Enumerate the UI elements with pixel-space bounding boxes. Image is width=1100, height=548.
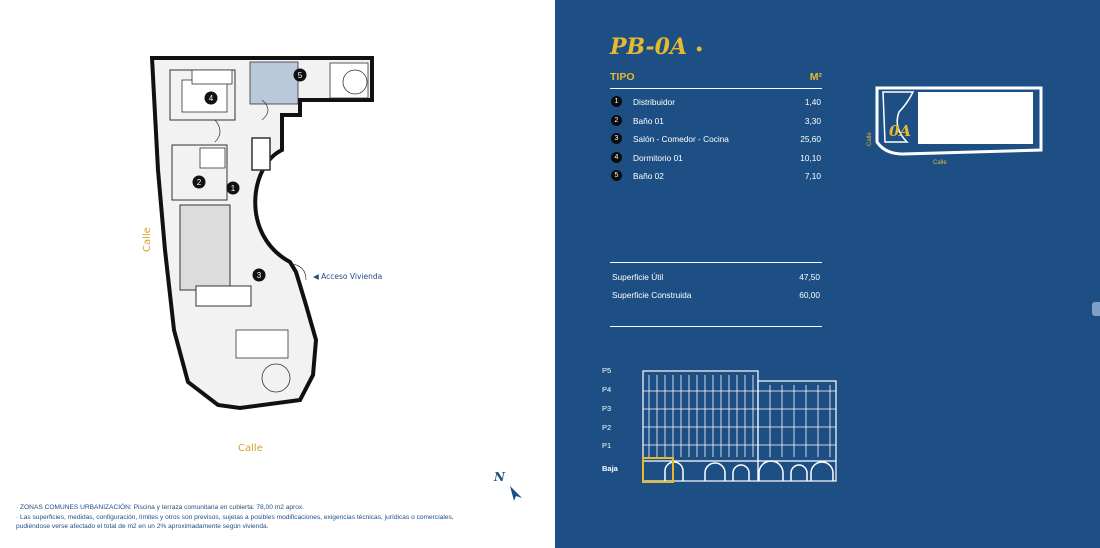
room-marker-3: 3 — [252, 268, 266, 282]
total-util-row: Superficie Útil 47,50 — [612, 272, 820, 282]
room-marker-5: 5 — [293, 68, 307, 82]
room-name: Baño 02 — [633, 171, 664, 181]
room-marker-4: 4 — [204, 91, 218, 105]
shower-circle — [342, 69, 368, 95]
list-item: 5 Baño 02 7,10 — [611, 169, 821, 188]
street-label-left: Calle — [142, 227, 153, 252]
notes: · ZONAS COMUNES URBANIZACIÓN: Piscina y … — [16, 503, 541, 532]
room-number: 1 — [611, 96, 622, 107]
floor-label-p2: P2 — [602, 423, 612, 432]
svg-text:5: 5 — [298, 71, 303, 80]
room-area: 25,60 — [800, 134, 821, 144]
room-number: 2 — [611, 114, 622, 126]
key-plan: 0A Calle Calle — [867, 86, 1043, 166]
sofa — [235, 329, 289, 359]
list-item: 2 Baño 01 3,30 — [611, 114, 821, 133]
table-header: TIPO M² — [610, 70, 822, 89]
building-facade — [642, 370, 837, 483]
kitchen-counter — [179, 204, 231, 291]
total-util-value: 47,50 — [799, 272, 820, 282]
total-construida-label: Superficie Construida — [612, 290, 692, 300]
door-arc — [214, 119, 221, 143]
floor-label-p4: P4 — [602, 385, 612, 394]
door-arc — [261, 99, 269, 121]
floor-plan-panel: 1 2 3 4 5 Calle Calle ◀ Acceso Vivienda … — [16, 56, 541, 532]
access-label: ◀ Acceso Vivienda — [313, 272, 383, 281]
room-area: 10,10 — [800, 152, 821, 163]
key-plan-unit-label: 0A — [889, 122, 911, 140]
key-plan-street-a: Calle — [867, 132, 873, 146]
unit-code: PB-0A — [610, 34, 688, 60]
wardrobe — [191, 69, 233, 85]
floor-plan-drawing: 1 2 3 4 5 — [149, 56, 374, 411]
north-label: N — [494, 470, 505, 484]
room-area: 7,10 — [804, 171, 821, 181]
total-construida-row: Superficie Construida 60,00 — [612, 290, 820, 300]
note-line-3: pudiéndose verse afectado el total de m2… — [16, 523, 269, 530]
round-table — [261, 363, 291, 393]
room-marker-2: 2 — [192, 175, 206, 189]
col-type: TIPO — [610, 71, 635, 83]
floor-label-p5: P5 — [602, 366, 612, 375]
room-area: 3,30 — [804, 115, 821, 126]
list-item: 4 Dormitorio 01 10,10 — [611, 151, 821, 170]
svg-text:4: 4 — [209, 94, 214, 103]
note-line-2: · Las superficies, medidas, configuració… — [16, 513, 454, 521]
list-item: 1 Distribuidor 1,40 — [611, 95, 821, 114]
svg-text:3: 3 — [257, 271, 262, 280]
room-area: 1,40 — [804, 97, 821, 107]
key-plan-block — [918, 92, 1033, 144]
room-list: 1 Distribuidor 1,40 2 Baño 01 3,30 3 Sal… — [611, 95, 821, 188]
facade-wing — [757, 380, 837, 482]
bed — [181, 79, 228, 113]
next-page-tab[interactable] — [1092, 302, 1100, 316]
totals-block: Superficie Útil 47,50 Superficie Constru… — [610, 262, 822, 327]
facade-grid — [643, 375, 836, 457]
room-name: Distribuidor — [633, 97, 675, 107]
entry-door-arc — [291, 263, 307, 281]
bathroom-tiles — [249, 61, 299, 105]
total-util-label: Superficie Útil — [612, 272, 664, 282]
svg-text:1: 1 — [231, 184, 236, 193]
room-name: Dormitorio 01 — [633, 152, 683, 163]
room-name: Baño 01 — [633, 115, 664, 126]
selected-unit-highlight — [642, 457, 674, 483]
key-plan-outline — [875, 86, 1043, 156]
room-number: 4 — [611, 151, 622, 163]
room-number: 5 — [611, 170, 622, 181]
facade-arches — [664, 460, 834, 481]
bathtub — [199, 147, 226, 169]
key-plan-unit-outline — [882, 91, 915, 143]
note-line-1: · ZONAS COMUNES URBANIZACIÓN: Piscina y … — [16, 504, 305, 511]
floor-label-p1: P1 — [602, 441, 612, 450]
kitchen-island — [195, 285, 252, 307]
key-plan-street-b: Calle — [933, 160, 947, 166]
unit-bullet: • — [694, 42, 704, 58]
room-number: 3 — [611, 133, 622, 144]
col-area: M² — [809, 71, 822, 83]
north-arrow-icon — [510, 486, 522, 501]
svg-text:2: 2 — [197, 178, 202, 187]
access-label-text: Acceso Vivienda — [321, 272, 383, 281]
hall-wardrobe — [251, 137, 271, 171]
list-item: 3 Salón - Comedor - Cocina 25,60 — [611, 132, 821, 151]
bath-01-walls — [171, 144, 228, 201]
unit-title: PB-0A • — [610, 34, 704, 60]
total-construida-value: 60,00 — [799, 290, 820, 300]
street-label-bottom: Calle — [238, 443, 263, 454]
floor-label-p3: P3 — [602, 404, 612, 413]
room-marker-1: 1 — [226, 181, 240, 195]
room-name: Salón - Comedor - Cocina — [633, 134, 729, 144]
info-panel: PB-0A • TIPO M² 1 Distribuidor 1,40 2 Ba… — [555, 0, 1100, 548]
floor-label-baja: Baja — [602, 464, 618, 473]
